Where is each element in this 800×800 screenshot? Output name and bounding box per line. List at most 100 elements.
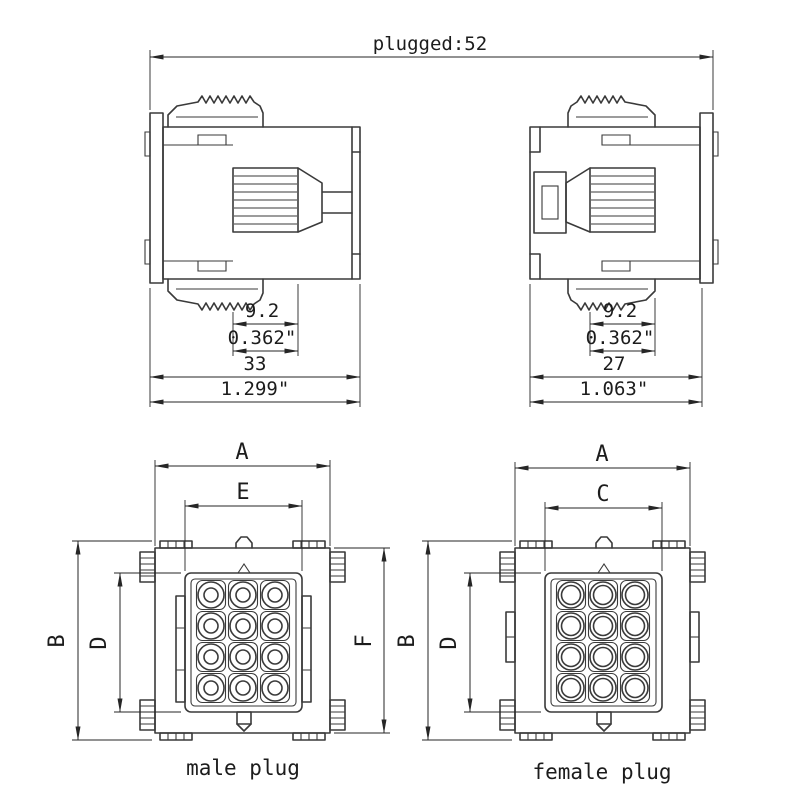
contact-wedge — [297, 167, 353, 233]
socket-cavity — [555, 641, 587, 673]
pin-cavity — [195, 610, 227, 642]
housing-body — [529, 126, 701, 280]
extension-lines — [422, 462, 691, 741]
dim-label-mm-inner: 9.2 — [603, 300, 637, 322]
female-front-dimensions: A C B D — [395, 442, 691, 741]
socket-cavity — [587, 672, 619, 704]
bottom-latch-tab — [236, 711, 252, 732]
pin-cavity — [259, 610, 291, 642]
pin-cavity — [227, 610, 259, 642]
side-rail — [301, 595, 312, 703]
latch-top — [167, 95, 264, 128]
dim-label-C: C — [596, 482, 609, 507]
overall-dimension-plugged: plugged:52 — [149, 33, 714, 110]
female-side-dimensions: 9.2 0.362" 27 1.063" — [529, 284, 703, 407]
edge-tab — [159, 540, 193, 549]
mounting-ear — [139, 551, 156, 583]
polarization-key — [595, 536, 613, 549]
socket-cavity — [587, 641, 619, 673]
dim-label-in-total: 1.063" — [580, 378, 649, 400]
mounting-ear — [329, 699, 346, 731]
side-latch — [689, 611, 700, 663]
socket-cavity — [587, 610, 619, 642]
socket-cavity — [555, 672, 587, 704]
dim-label-mm-total: 27 — [603, 353, 626, 375]
male-front-dimensions: A E B D F — [45, 440, 390, 741]
key-notch — [597, 563, 611, 574]
socket-cavity — [619, 579, 651, 611]
shroud-inner — [550, 578, 657, 707]
extension-lines — [149, 50, 714, 110]
socket-cavity — [555, 610, 587, 642]
female-front-view — [499, 536, 706, 741]
key-notch — [237, 563, 251, 574]
polarization-key — [235, 536, 253, 549]
side-rail — [175, 595, 186, 703]
mounting-ear — [689, 551, 706, 583]
mounting-ear — [499, 551, 516, 583]
mounting-ear — [499, 699, 516, 731]
female-side-view — [529, 95, 719, 311]
shroud-inner — [190, 578, 297, 707]
pin-cavity — [227, 641, 259, 673]
socket-opening — [533, 171, 567, 234]
latch-bottom — [567, 278, 656, 311]
contact-block-hatching — [234, 175, 297, 225]
dim-label-A: A — [595, 442, 608, 467]
socket-cavity — [587, 579, 619, 611]
mounting-flange — [149, 112, 164, 284]
housing-body — [162, 126, 361, 280]
dim-label-in-inner: 0.362" — [586, 327, 655, 349]
dim-label-F: F — [352, 634, 377, 647]
male-side-dimensions: 9.2 0.362" 33 1.299" — [149, 284, 361, 407]
latch-bottom — [167, 278, 264, 311]
edge-tab — [519, 732, 553, 741]
dim-label-mm-total: 33 — [244, 353, 267, 375]
extension-lines — [72, 460, 390, 741]
dim-label-D: D — [437, 636, 462, 649]
housing-front — [154, 547, 331, 734]
pin-grid — [195, 579, 291, 704]
edge-tab — [519, 540, 553, 549]
mounting-ear — [689, 699, 706, 731]
socket-cavity — [555, 579, 587, 611]
dim-label-in-inner: 0.362" — [228, 327, 297, 349]
pin-cavity — [259, 579, 291, 611]
contact-wedge — [565, 167, 591, 233]
pin-cavity — [227, 579, 259, 611]
dim-label-in-total: 1.299" — [221, 378, 290, 400]
edge-tab — [292, 540, 326, 549]
edge-tab — [652, 540, 686, 549]
male-front-view — [139, 536, 346, 741]
mounting-flange — [699, 112, 714, 284]
extension-lines — [149, 284, 361, 407]
socket-grid — [555, 579, 651, 704]
pin-cavity — [195, 672, 227, 704]
dim-label-mm-inner: 9.2 — [245, 300, 279, 322]
socket-cavity — [619, 610, 651, 642]
socket-cavity — [619, 641, 651, 673]
flange-ribs — [144, 131, 151, 265]
flange-ribs — [712, 131, 719, 265]
contact-block-hatching — [591, 175, 654, 225]
contact-block — [589, 167, 656, 233]
edge-tab — [292, 732, 326, 741]
pin-cavity — [259, 641, 291, 673]
male-plug-caption: male plug — [186, 756, 300, 780]
mounting-ear — [329, 551, 346, 583]
pin-cavity — [259, 672, 291, 704]
edge-tab — [159, 732, 193, 741]
female-plug-caption: female plug — [532, 760, 671, 784]
dim-label-E: E — [236, 480, 249, 505]
dim-label-A: A — [235, 440, 248, 465]
housing-details — [163, 116, 258, 290]
pin-cavity — [195, 641, 227, 673]
mounting-ear — [139, 699, 156, 731]
dim-label-D: D — [87, 636, 112, 649]
housing-details — [576, 116, 700, 290]
dim-label-B: B — [395, 634, 420, 647]
contact-block — [232, 167, 299, 233]
pin-cavity — [195, 579, 227, 611]
